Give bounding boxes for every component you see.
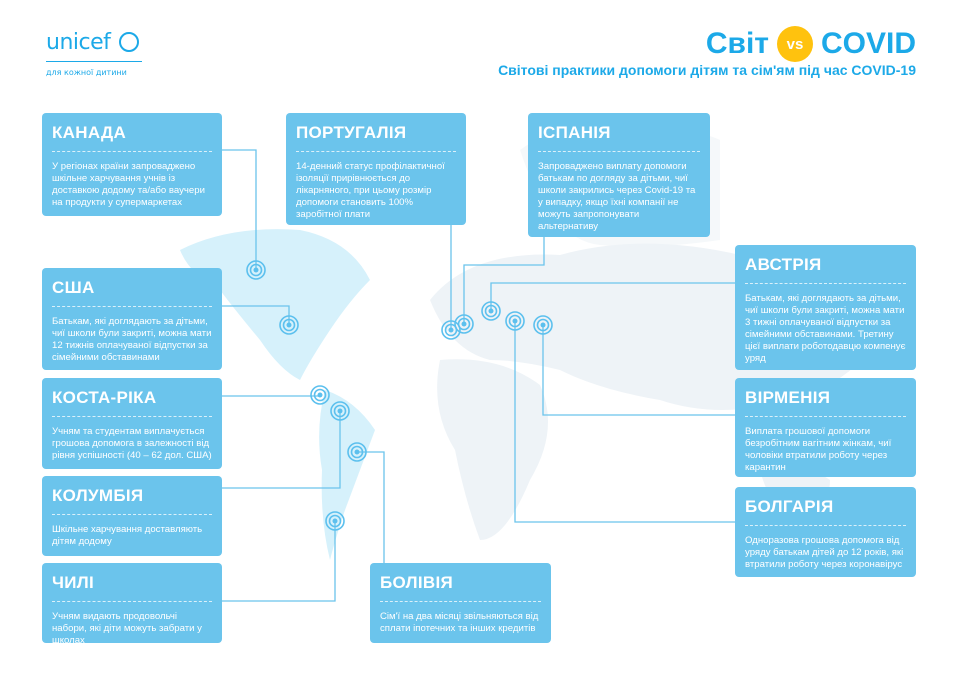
country-text: Шкільне харчування доставляють дітям дод… [52, 524, 203, 547]
country-name: ЧИЛІ [52, 573, 212, 602]
country-card-colombia: КОЛУМБІЯ Шкільне харчування доставляють д… [42, 476, 222, 556]
location-marker-icon [325, 511, 345, 531]
country-text: Учням видають продовольчі набори, які ді… [52, 611, 202, 646]
page-subtitle: Світові практики допомоги дітям та сім'я… [498, 62, 916, 78]
country-text: 14-денний статус профілактичної ізоляції… [296, 161, 445, 220]
country-name: США [52, 278, 212, 307]
country-text: Батькам, які доглядають за дітьми, чиї ш… [52, 316, 212, 363]
country-card-armenia: ВІРМЕНІЯ Виплата грошової допомоги безроб… [735, 378, 916, 477]
location-marker-icon [454, 314, 474, 334]
country-text: Батькам, які доглядають за дітьми, чиї ш… [745, 293, 906, 364]
location-marker-icon [505, 311, 525, 331]
location-marker-icon [310, 385, 330, 405]
country-card-bolivia: БОЛІВІЯ Сім'ї на два місяці звільняються … [370, 563, 551, 643]
country-name: БОЛІВІЯ [380, 573, 541, 602]
country-name: АВСТРІЯ [745, 255, 906, 284]
country-name: КАНАДА [52, 123, 212, 152]
country-card-canada: КАНАДА У регіонах країни запроваджено шкі… [42, 113, 222, 216]
unicef-logo: unicef для кожної дитини [46, 30, 142, 77]
country-name: КОСТА-РІКА [52, 388, 212, 417]
country-card-bulgaria: БОЛГАРІЯ Одноразова грошова допомога від … [735, 487, 916, 577]
country-card-austria: АВСТРІЯ Батькам, які доглядають за дітьми… [735, 245, 916, 370]
title-left: Світ [705, 27, 769, 60]
location-marker-icon [533, 315, 553, 335]
logo-tagline: для кожної дитини [46, 68, 127, 77]
country-text: Сім'ї на два місяці звільняються від спл… [380, 611, 539, 634]
unicef-emblem-icon [119, 32, 139, 52]
title-right: COVID [820, 27, 916, 60]
location-marker-icon [246, 260, 266, 280]
country-name: ІСПАНІЯ [538, 123, 700, 152]
country-text: Виплата грошової допомоги безробітним ва… [745, 426, 892, 473]
logo-wordmark: unicef [46, 30, 111, 55]
country-text: У регіонах країни запроваджено шкільне х… [52, 161, 205, 208]
location-marker-icon [330, 401, 350, 421]
country-text: Запроваджено виплату допомоги батькам по… [538, 161, 696, 232]
location-marker-icon [481, 301, 501, 321]
country-text: Одноразова грошова допомога від уряду ба… [745, 535, 904, 570]
location-marker-icon [279, 315, 299, 335]
country-card-spain: ІСПАНІЯ Запроваджено виплату допомоги бат… [528, 113, 710, 237]
country-card-chile: ЧИЛІ Учням видають продовольчі набори, як… [42, 563, 222, 646]
country-card-usa: США Батькам, які доглядають за дітьми, чи… [42, 268, 222, 370]
logo-divider [46, 61, 142, 62]
location-marker-icon [347, 442, 367, 462]
country-name: БОЛГАРІЯ [745, 497, 906, 526]
country-card-portugal: ПОРТУГАЛІЯ 14-денний статус профілактично… [286, 113, 466, 225]
country-text: Учням та студентам виплачується грошова … [52, 426, 212, 461]
country-name: КОЛУМБІЯ [52, 486, 212, 515]
country-name: ВІРМЕНІЯ [745, 388, 906, 417]
country-card-costa-rica: КОСТА-РІКА Учням та студентам виплачуєтьс… [42, 378, 222, 469]
vs-badge: vs [776, 26, 813, 62]
page-title: Світ vs COVID [706, 26, 916, 62]
country-name: ПОРТУГАЛІЯ [296, 123, 456, 152]
